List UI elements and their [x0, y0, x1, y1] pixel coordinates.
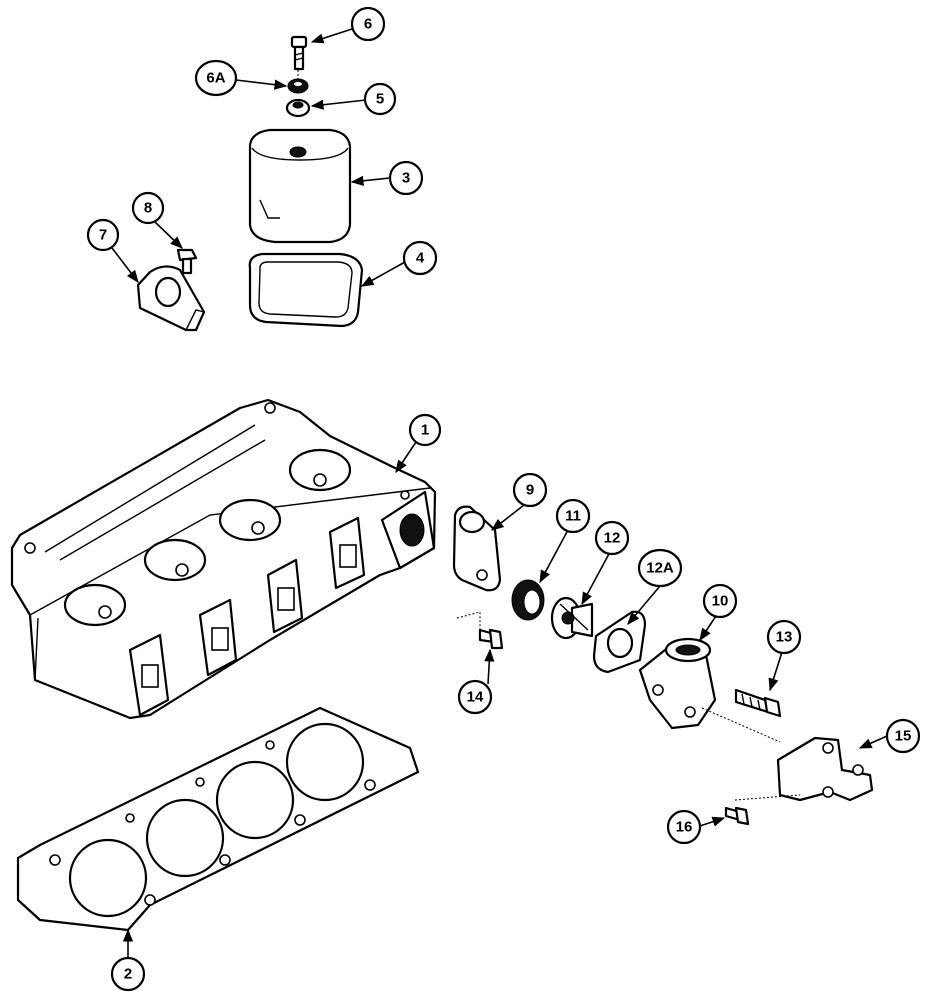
callout-10: 10 — [702, 583, 738, 619]
bolt-part-8 — [176, 248, 198, 275]
gasket-part-12a — [592, 610, 647, 674]
callout-2: 2 — [110, 956, 146, 992]
thermostat-part-12 — [550, 596, 594, 640]
svg-text:3: 3 — [402, 170, 410, 187]
cover-part-3 — [248, 128, 352, 244]
cylinder-head-part-1 — [10, 398, 437, 720]
callout-7: 7 — [86, 218, 120, 252]
svg-text:12A: 12A — [646, 560, 674, 577]
callout-9: 9 — [512, 472, 548, 508]
callout-12: 12 — [594, 520, 630, 556]
callout-8: 8 — [131, 191, 165, 225]
svg-text:11: 11 — [565, 508, 581, 525]
gasket-part-4 — [248, 252, 364, 328]
bracket-part-15 — [776, 736, 874, 802]
seal-part-11 — [511, 579, 545, 621]
svg-text:16: 16 — [676, 819, 693, 836]
svg-text:13: 13 — [776, 629, 793, 646]
callout-4: 4 — [402, 240, 438, 276]
bolt-part-13 — [734, 688, 782, 718]
bracket-part-7 — [136, 265, 206, 332]
svg-text:15: 15 — [895, 728, 912, 745]
callout-16: 16 — [666, 809, 702, 845]
callout-15: 15 — [885, 718, 921, 754]
bolt-part-6 — [290, 35, 308, 71]
callout-12a: 12A — [637, 548, 683, 588]
svg-text:4: 4 — [416, 250, 425, 267]
head-gasket-part-2 — [16, 706, 420, 932]
svg-text:2: 2 — [124, 966, 132, 983]
svg-text:1: 1 — [421, 422, 429, 439]
callout-14: 14 — [457, 679, 493, 715]
svg-text:7: 7 — [99, 227, 107, 244]
bolt-part-16 — [724, 806, 750, 826]
svg-text:9: 9 — [526, 482, 534, 499]
leader-lines — [111, 28, 888, 958]
water-outlet-part-10 — [638, 637, 717, 730]
callout-6a: 6A — [194, 59, 238, 97]
svg-text:6: 6 — [364, 16, 372, 33]
callout-11: 11 — [555, 498, 591, 534]
callout-1: 1 — [408, 413, 442, 447]
svg-text:12: 12 — [604, 530, 621, 547]
callout-3: 3 — [388, 160, 424, 196]
grommet-part-5 — [285, 98, 311, 118]
callout-6: 6 — [350, 6, 386, 42]
svg-text:8: 8 — [144, 200, 152, 217]
callout-13: 13 — [766, 619, 802, 655]
callout-5: 5 — [363, 82, 397, 116]
svg-text:14: 14 — [467, 689, 484, 706]
bolt-part-14 — [478, 628, 504, 650]
svg-text:5: 5 — [376, 91, 384, 108]
outlet-plate-part-9 — [452, 505, 502, 592]
washer-part-6a — [287, 78, 309, 94]
svg-text:6A: 6A — [206, 70, 225, 87]
svg-text:10: 10 — [712, 593, 729, 610]
